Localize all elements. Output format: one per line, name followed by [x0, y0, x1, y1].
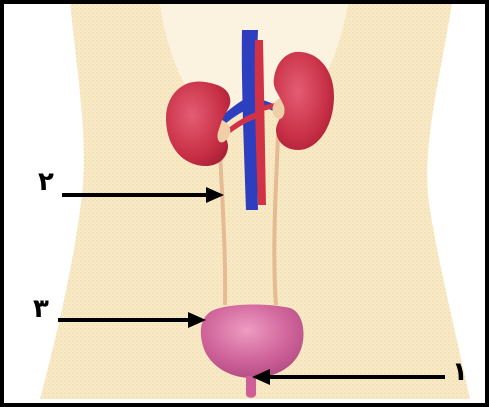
urethra — [246, 376, 256, 398]
label-bladder: ٣ — [33, 296, 49, 322]
label-ureter: ٢ — [38, 169, 54, 195]
label-urethra: ١ — [452, 359, 468, 385]
